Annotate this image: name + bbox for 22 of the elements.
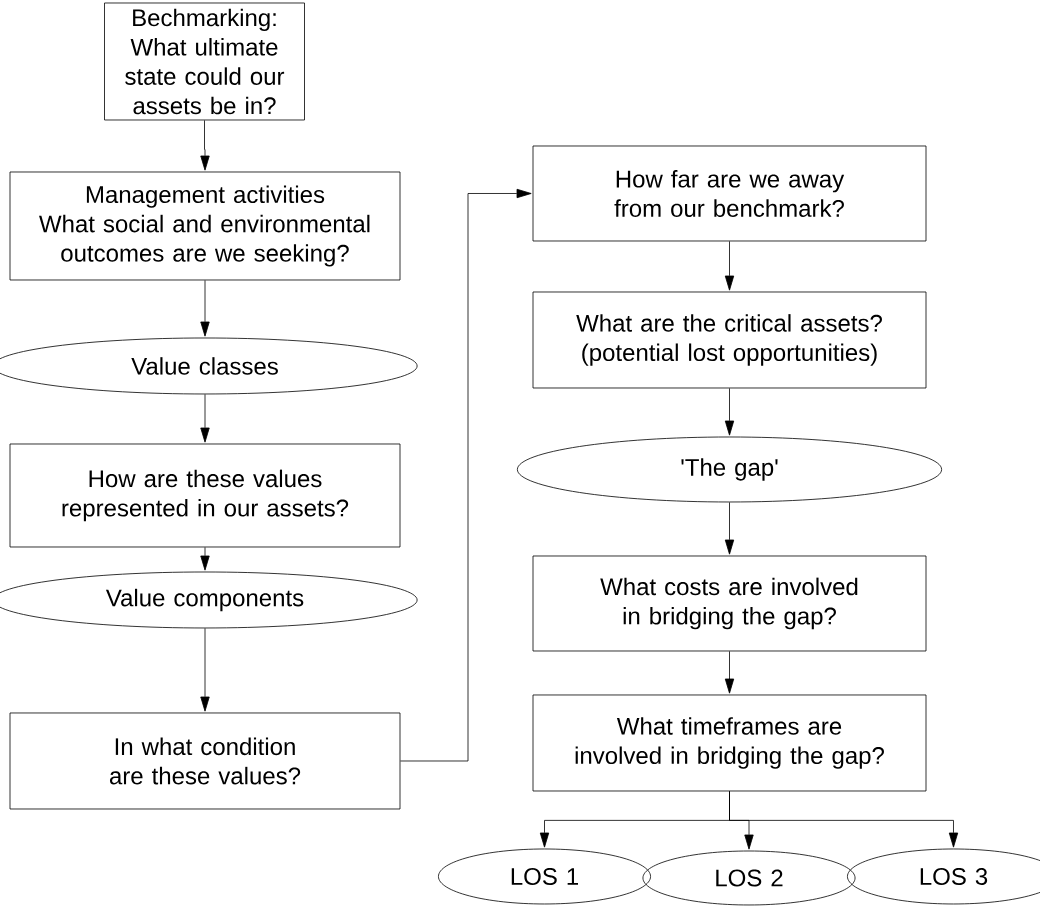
arrow — [724, 502, 735, 555]
process-box: Bechmarking: What ultimate state could our assets be in? — [104, 2, 305, 121]
arrow — [724, 651, 735, 694]
arrow — [200, 280, 210, 337]
arrow — [200, 628, 210, 712]
process-box: How far are we away from our benchmark? — [532, 145, 927, 242]
terminal-oval: 'The gap' — [516, 436, 943, 503]
terminal-oval: LOS 2 — [642, 850, 856, 906]
process-box: What costs are involved in bridging the gap? — [532, 555, 927, 652]
process-box: What are the critical assets? (potential lost opportunities) — [532, 291, 927, 389]
arrow — [200, 120, 210, 171]
process-box: How are these values represented in our assets? — [9, 443, 401, 548]
arrow — [729, 791, 959, 848]
arrow — [724, 388, 735, 436]
terminal-oval: LOS 1 — [438, 848, 651, 905]
process-box: What timeframes are involved in bridging the gap? — [532, 694, 927, 792]
process-box: In what condition are these values? — [9, 712, 401, 810]
arrow — [724, 241, 735, 291]
arrow — [200, 394, 210, 443]
process-box: Management activities What social and environmental outcomes are we seeking? — [9, 171, 401, 281]
arrow — [400, 188, 532, 762]
arrow — [200, 547, 210, 571]
